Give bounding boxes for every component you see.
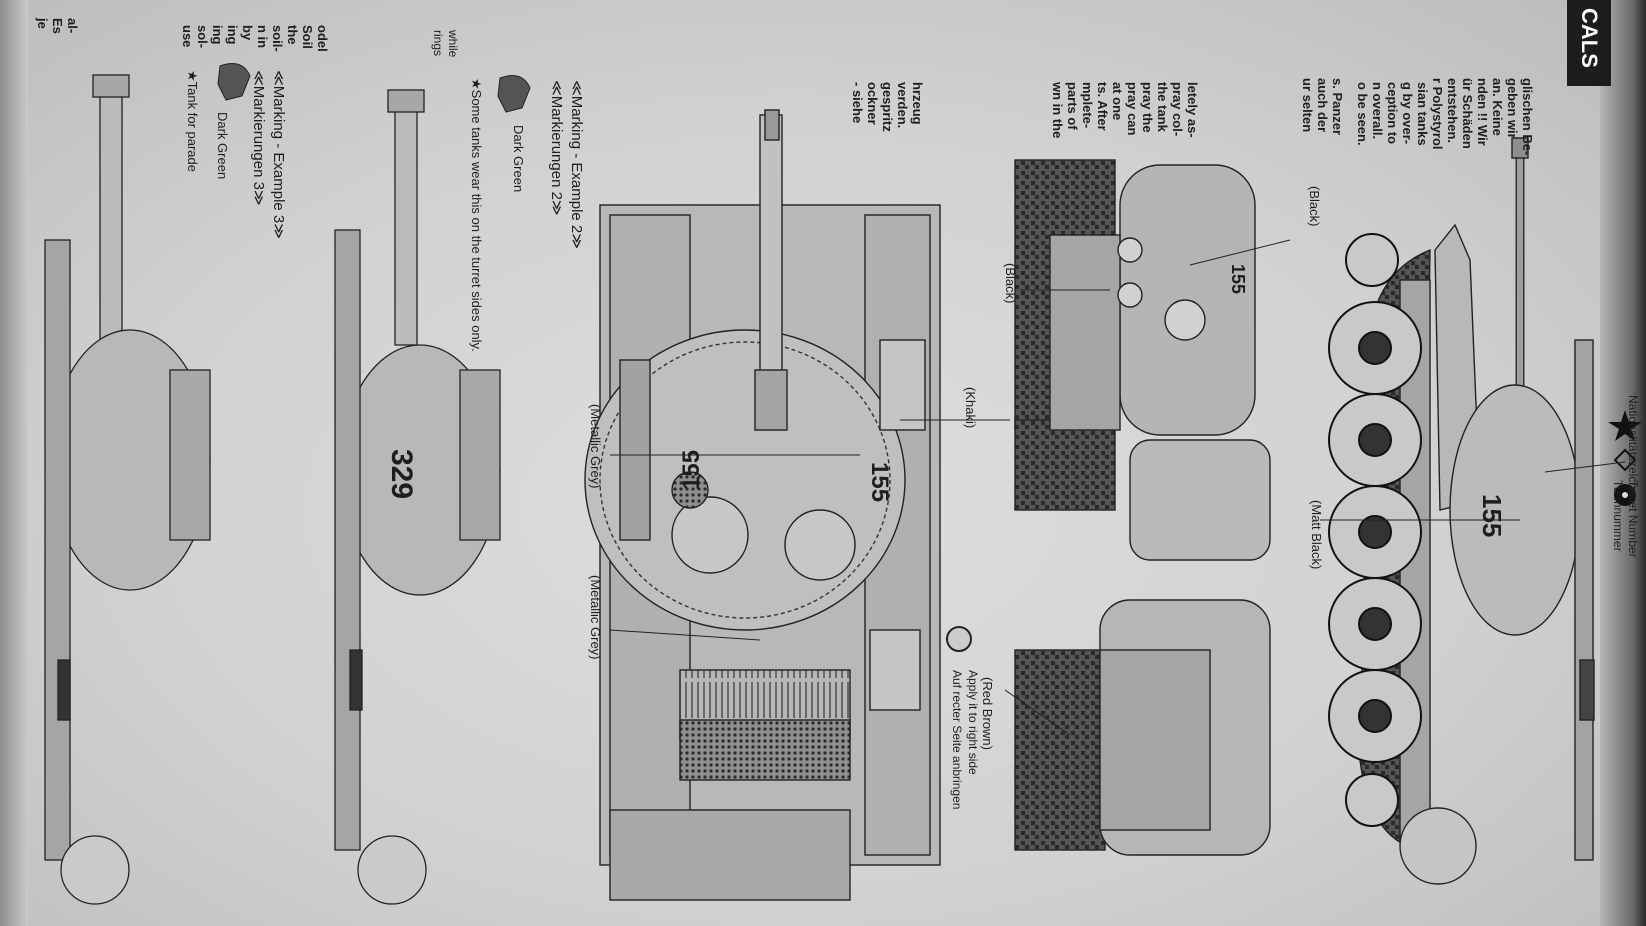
turret-number-ex3: 329 xyxy=(385,449,418,500)
left-shadow xyxy=(0,0,28,926)
callout-red-brown: (Red Brown) xyxy=(980,677,995,750)
front-turret-number: 155 xyxy=(1228,264,1248,295)
text-col-7: while rings xyxy=(431,30,460,58)
front-view-tank xyxy=(1014,159,1271,856)
dark-green-swatch-icon xyxy=(217,63,531,113)
turret-number-label-de: Turmnummer xyxy=(1611,480,1625,552)
insignia-star-icon xyxy=(1608,410,1642,441)
example-2-note: ★Some tanks wear this on the turret side… xyxy=(469,78,484,352)
text-col-1: glischen Be- geben wir an. Keine nden !!… xyxy=(1430,78,1535,156)
callout-khaki: (Khaki) xyxy=(963,387,978,429)
example-2-color: Dark Green xyxy=(511,125,526,193)
text-col-5: hrzeug verden. gespritz ockner - siehe xyxy=(850,82,925,132)
leader-lines xyxy=(609,239,1520,736)
example-3-heading-de: ≪Markierungen 3≫ xyxy=(250,70,267,206)
side-view-tank-ex3 xyxy=(44,74,211,905)
callout-black-2: (Black) xyxy=(1003,263,1018,304)
apply-note-de: Auf recter Seite anbringen xyxy=(950,670,964,810)
turret-number-mark: 155 xyxy=(1477,494,1507,538)
example-3-color: Dark Green xyxy=(215,112,230,180)
apply-note: Apply it to right side xyxy=(966,670,980,775)
road-wheels xyxy=(1328,233,1422,827)
callout-metallic-grey-1: (Metallic Grey) xyxy=(588,404,603,489)
example-3-note: ★Tank for parade xyxy=(185,70,200,172)
text-col-4: letely as- pray col- the tank pray the p… xyxy=(1050,82,1200,139)
insignia-diamond-icon xyxy=(1613,448,1637,506)
page-edge xyxy=(1600,0,1646,926)
text-col-2: sian tanks g by over- ception to n overa… xyxy=(1355,82,1430,146)
top-turret-number-right: 155 xyxy=(866,462,893,503)
example-2-heading: ≪Marking - Example 2≫ xyxy=(568,80,585,249)
callout-black-1: (Black) xyxy=(1307,186,1322,227)
callout-matt-black: (Matt Black) xyxy=(1309,500,1324,570)
text-col-3: s. Panzer auch der ur selten xyxy=(1300,78,1345,136)
apply-insignia-icon xyxy=(946,626,972,652)
top-view-tank xyxy=(584,109,941,901)
callout-metallic-grey-2: (Metallic Grey) xyxy=(588,575,603,660)
insignia-label-de: Nationalitätszeichen xyxy=(1626,395,1640,503)
text-col-8: al- Es je xyxy=(35,18,80,34)
example-3-heading: ≪Marking - Example 3≫ xyxy=(270,70,287,239)
top-turret-number-left: 155 xyxy=(678,449,705,490)
section-tab: CALS xyxy=(1567,0,1611,86)
side-view-tank-ex2 xyxy=(334,89,501,905)
example-2-heading-de: ≪Markierungen 2≫ xyxy=(548,80,565,216)
text-col-6: odel Soil the soil- n in by ing ing sol-… xyxy=(180,25,330,52)
